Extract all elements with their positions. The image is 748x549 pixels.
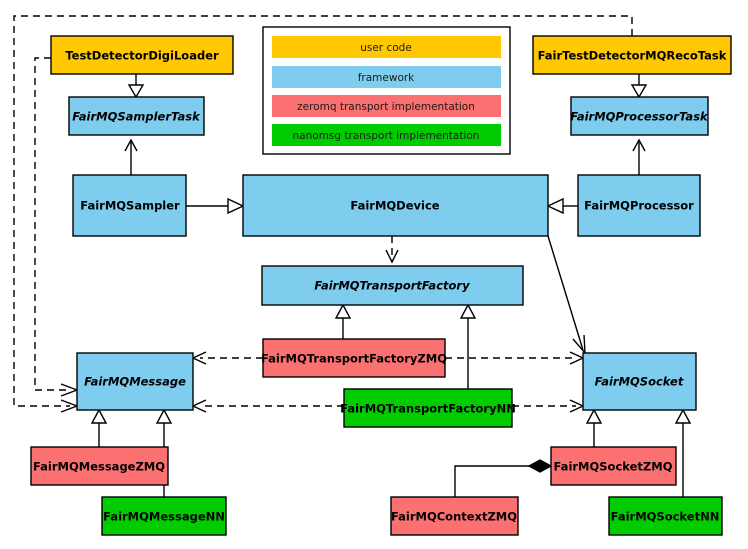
node-label: TestDetectorDigiLoader xyxy=(65,49,219,63)
legend-label-zeromq: zeromq transport implementation xyxy=(297,101,475,113)
node-fairmqtransportfactory[interactable]: FairMQTransportFactory xyxy=(261,265,524,306)
node-fairmqsocketzmq[interactable]: FairMQSocketZMQ xyxy=(550,446,677,486)
node-box[interactable] xyxy=(262,338,446,378)
node-box[interactable] xyxy=(550,446,677,486)
legend-label-user-code: user code xyxy=(360,42,412,54)
edge-socketzmq-to-contextzmq xyxy=(454,459,553,497)
edge-transportfactorynn-to-transportfactory xyxy=(459,303,477,389)
node-label: FairMQMessageZMQ xyxy=(33,460,165,474)
legend-swatch-user-code xyxy=(272,36,501,58)
node-label: FairMQContextZMQ xyxy=(391,510,517,524)
node-fairmqdevice[interactable]: FairMQDevice xyxy=(242,174,549,237)
node-label: FairMQProcessor xyxy=(584,199,694,213)
node-fairmqtransportfactoryzmq[interactable]: FairMQTransportFactoryZMQ xyxy=(261,338,447,378)
legend-item-nanomsg: nanomsg transport implementation xyxy=(272,124,501,146)
node-label: FairMQDevice xyxy=(350,199,439,213)
node-fairmqmessagenn[interactable]: FairMQMessageNN xyxy=(101,496,227,536)
node-fairmqprocessor[interactable]: FairMQProcessor xyxy=(577,174,701,237)
edge-processor-to-device xyxy=(546,197,578,215)
legend-panel: user code framework zeromq transport imp… xyxy=(262,26,511,155)
node-label: FairMQSampler xyxy=(80,199,180,213)
node-box[interactable] xyxy=(582,352,697,411)
node-label: FairMQMessageNN xyxy=(103,510,225,524)
legend-item-framework: framework xyxy=(272,66,501,88)
node-box[interactable] xyxy=(577,174,701,237)
node-box[interactable] xyxy=(242,174,549,237)
edge-socketzmq-to-socket xyxy=(585,408,603,447)
edge-sampler-to-samplertask xyxy=(124,138,138,175)
edge-recotask-to-processortask xyxy=(630,74,648,99)
edge-transportfactoryzmq-to-transportfactory xyxy=(334,303,352,339)
legend-swatch-nanomsg xyxy=(272,124,501,146)
node-fairmqmessagezmq[interactable]: FairMQMessageZMQ xyxy=(30,446,169,486)
node-box[interactable] xyxy=(343,388,513,428)
node-fairmqprocessortask[interactable]: FairMQProcessorTask xyxy=(570,96,709,136)
legend-frame xyxy=(262,26,511,155)
legend-swatch-framework xyxy=(272,66,501,88)
node-layer: TestDetectorDigiLoader FairTestDetectorM… xyxy=(30,35,732,536)
node-box[interactable] xyxy=(532,35,732,75)
node-label: FairMQTransportFactoryNN xyxy=(340,402,516,416)
node-box[interactable] xyxy=(72,174,187,237)
node-fairmqmessage[interactable]: FairMQMessage xyxy=(76,352,194,411)
node-label: FairMQSocketZMQ xyxy=(554,460,673,474)
node-testdetectordigiloader[interactable]: TestDetectorDigiLoader xyxy=(50,35,234,75)
node-label: FairMQMessage xyxy=(84,375,186,389)
edge-device-to-transportfactory xyxy=(385,236,399,264)
node-label: FairMQProcessorTask xyxy=(570,110,709,124)
edge-sampler-to-device xyxy=(186,197,245,215)
node-label: FairMQTransportFactory xyxy=(314,279,470,293)
node-fairmqsocketnn[interactable]: FairMQSocketNN xyxy=(608,496,723,536)
node-label: FairMQSocketNN xyxy=(611,510,720,524)
node-fairmqtransportfactorynn[interactable]: FairMQTransportFactoryNN xyxy=(340,388,516,428)
node-label: FairMQSocket xyxy=(595,375,684,389)
node-box[interactable] xyxy=(570,96,709,136)
node-label: FairMQSamplerTask xyxy=(72,110,201,124)
edge-digiloader-to-samplertask xyxy=(127,74,145,99)
node-fairmqsampler[interactable]: FairMQSampler xyxy=(72,174,187,237)
node-box[interactable] xyxy=(68,96,205,136)
node-box[interactable] xyxy=(76,352,194,411)
legend-label-nanomsg: nanomsg transport implementation xyxy=(293,130,480,142)
node-fairmqsamplertask[interactable]: FairMQSamplerTask xyxy=(68,96,205,136)
legend-item-zeromq: zeromq transport implementation xyxy=(272,95,501,117)
node-label: FairMQTransportFactoryZMQ xyxy=(261,352,447,366)
node-box[interactable] xyxy=(101,496,227,536)
edge-messagezmq-to-message xyxy=(90,408,108,447)
node-fairtestdetectormqrecotask[interactable]: FairTestDetectorMQRecoTask xyxy=(532,35,732,75)
node-box[interactable] xyxy=(608,496,723,536)
legend-label-framework: framework xyxy=(358,72,415,84)
node-box[interactable] xyxy=(390,496,519,536)
node-fairmqsocket[interactable]: FairMQSocket xyxy=(582,352,697,411)
edge-processor-to-processortask xyxy=(632,138,646,175)
node-box[interactable] xyxy=(261,265,524,306)
legend-swatch-zeromq xyxy=(272,95,501,117)
legend-item-user-code: user code xyxy=(272,36,501,58)
node-box[interactable] xyxy=(30,446,169,486)
edge-socketnn-to-socket xyxy=(674,408,692,497)
node-box[interactable] xyxy=(50,35,234,75)
node-fairmqcontextzmq[interactable]: FairMQContextZMQ xyxy=(390,496,519,536)
node-label: FairTestDetectorMQRecoTask xyxy=(538,49,727,63)
